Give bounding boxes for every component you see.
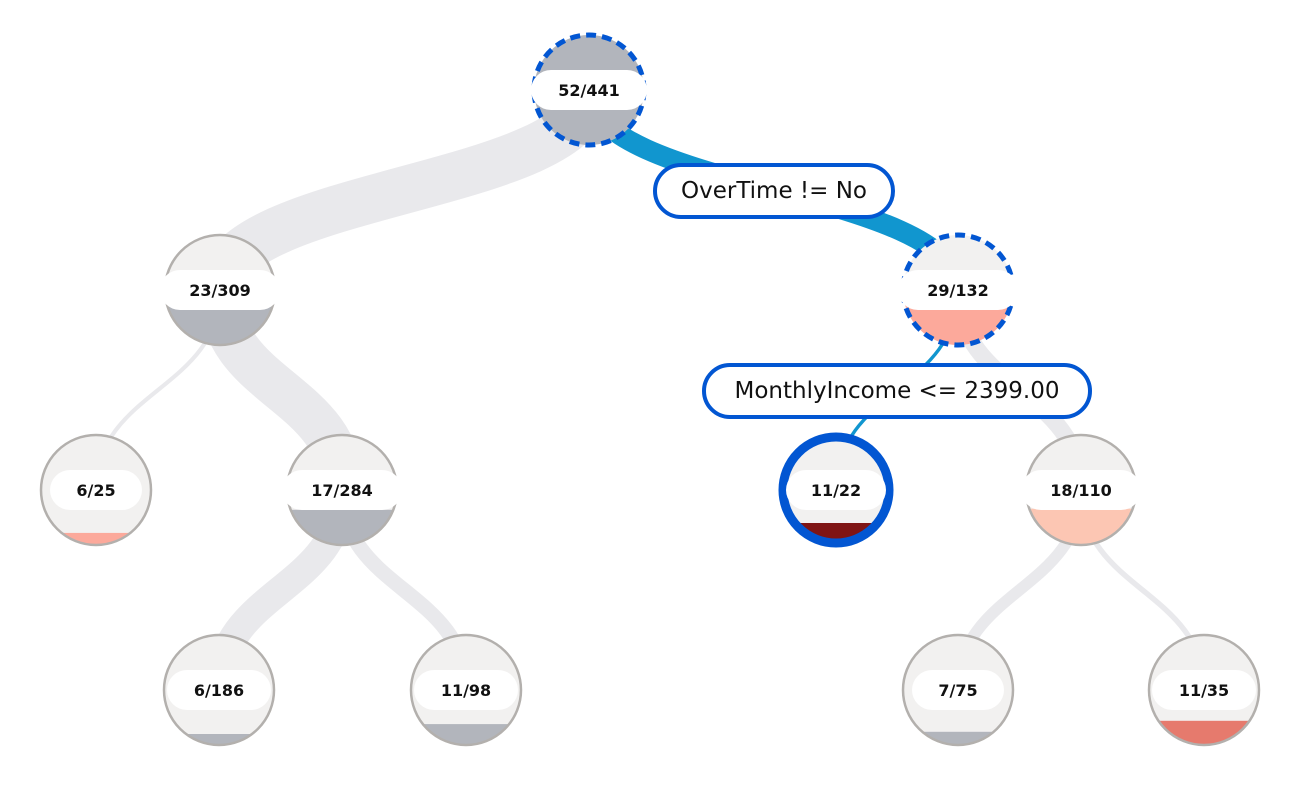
tree-node-n-ll[interactable]: 6/25 (39, 433, 153, 547)
tree-node-n-lrl[interactable]: 6/186 (162, 633, 276, 747)
node-error-fill (287, 509, 397, 545)
node-label-pill (167, 670, 271, 710)
node-label-pill (1021, 470, 1141, 510)
edge-root-to-n-l (196, 86, 613, 294)
node-label: 52/441 (558, 81, 620, 100)
node-label: 11/98 (441, 681, 491, 700)
tree-node-n-rrr[interactable]: 11/35 (1147, 633, 1261, 747)
tree-node-n-rl[interactable]: 11/22 (778, 432, 894, 548)
split-label-overtime[interactable]: OverTime != No (653, 163, 895, 219)
node-label-pill (50, 470, 142, 510)
node-label: 11/35 (1179, 681, 1229, 700)
tree-node-root[interactable]: 52/441 (531, 32, 647, 148)
node-error-fill (903, 731, 1013, 745)
node-border (901, 633, 1015, 747)
node-label: 6/25 (76, 481, 115, 500)
node-label-pill (912, 670, 1004, 710)
tree-node-n-rr[interactable]: 18/110 (1021, 433, 1141, 547)
split-label-overtime-text: OverTime != No (681, 178, 867, 204)
node-error-fill (411, 724, 521, 745)
node-border (1147, 633, 1261, 747)
node-error-fill (1026, 508, 1136, 545)
node-border (778, 432, 894, 548)
tree-node-n-lr[interactable]: 17/284 (282, 433, 402, 547)
node-error-fill (1149, 720, 1259, 745)
node-label-pill (531, 70, 647, 110)
tree-node-n-l[interactable]: 23/309 (160, 233, 280, 347)
node-label-pill (786, 470, 886, 510)
node-label: 7/75 (938, 681, 977, 700)
node-label-pill (282, 470, 402, 510)
node-label-pill (898, 270, 1018, 310)
tree-node-n-lrr[interactable]: 11/98 (409, 633, 523, 747)
tree-node-n-r[interactable]: 29/132 (898, 232, 1018, 348)
node-error-fill (164, 734, 274, 745)
split-label-monthlyincome[interactable]: MonthlyIncome <= 2399.00 (702, 363, 1092, 419)
node-label: 18/110 (1050, 481, 1112, 500)
node-border (162, 633, 276, 747)
node-label-pill (414, 670, 518, 710)
node-border (39, 433, 153, 547)
node-layer: 52/441 23/309 29/132 6/25 17/284 11/22 18/110 6… (39, 32, 1261, 747)
node-border (409, 633, 523, 747)
node-error-fill (41, 532, 151, 545)
split-label-monthlyincome-text: MonthlyIncome <= 2399.00 (735, 378, 1060, 404)
node-label: 6/186 (194, 681, 244, 700)
node-label-pill (1152, 670, 1256, 710)
node-label: 29/132 (927, 281, 989, 300)
node-label: 17/284 (311, 481, 373, 500)
node-label-pill (160, 270, 280, 310)
node-label: 11/22 (811, 481, 861, 500)
split-label-layer: OverTime != No MonthlyIncome <= 2399.00 (653, 163, 1092, 419)
tree-node-n-rrl[interactable]: 7/75 (901, 633, 1015, 747)
node-label: 23/309 (189, 281, 251, 300)
